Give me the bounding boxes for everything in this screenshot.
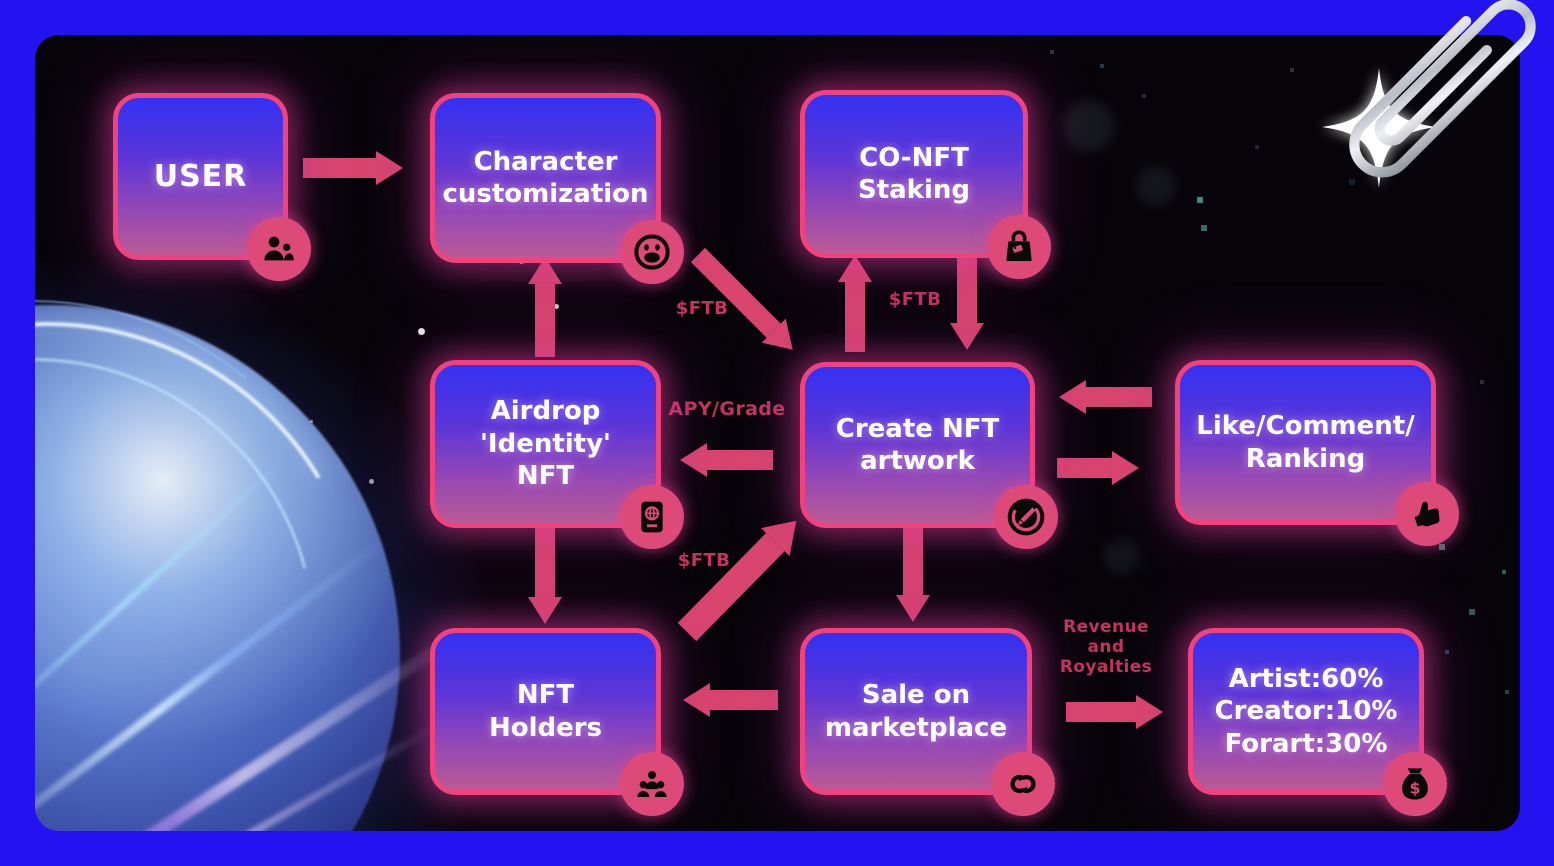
pen-icon — [1007, 498, 1045, 536]
arrow-head — [528, 597, 562, 624]
arrow-like-to-create — [1059, 380, 1152, 414]
node-badge — [620, 485, 684, 549]
edge-label-apy-grade: APY/Grade — [668, 398, 786, 420]
arrow-sale-to-holders — [683, 683, 778, 717]
node-airdrop-identity-nft: Airdrop 'Identity' NFT — [430, 360, 684, 549]
node-badge — [620, 752, 684, 816]
node-label: Like/Comment/ Ranking — [1196, 411, 1415, 474]
paperclip-icon — [1349, 0, 1536, 178]
node-badge — [987, 215, 1051, 279]
arrow-shaft — [690, 247, 781, 338]
arrow-head — [680, 443, 707, 477]
arrow-shaft — [303, 158, 376, 178]
arrow-head — [838, 255, 872, 282]
node-badge — [991, 752, 1055, 816]
arrow-head — [896, 595, 930, 622]
digital-dots — [1050, 50, 1054, 54]
node-label: USER — [153, 158, 248, 194]
money-bag-icon: $ — [1402, 768, 1428, 800]
arrow-create-to-like — [1057, 451, 1139, 485]
diagram-world: $FTB $FTB APY/Grade $FTB Revenue and Roy… — [35, 35, 1520, 831]
node-label: Airdrop 'Identity' NFT — [479, 396, 612, 492]
node-badge — [247, 217, 311, 281]
bokeh-dot — [1104, 538, 1140, 574]
arrow-shaft — [1057, 458, 1112, 478]
arrow-airdrop-to-character — [528, 257, 562, 357]
node-user: USER — [113, 93, 311, 281]
node-badge: $ — [1383, 752, 1447, 816]
arrow-shaft — [707, 450, 773, 470]
arrow-holders-to-create — [673, 506, 811, 646]
arrow-shaft — [535, 284, 555, 357]
node-label: Sale on marketplace — [824, 680, 1008, 743]
arrow-shaft — [1086, 387, 1152, 407]
arrow-head — [683, 683, 710, 717]
node-nft-holders: NFT Holders — [430, 628, 684, 816]
arrow-shaft — [710, 690, 778, 710]
users-icon — [264, 236, 294, 261]
bokeh-dot — [1136, 166, 1176, 206]
node-character-customization: Character customization — [430, 93, 684, 284]
arrow-head — [376, 151, 403, 185]
edge-label-ftb-staking: $FTB — [888, 289, 942, 310]
arrow-create-to-airdrop — [680, 443, 773, 477]
face-icon — [634, 234, 670, 270]
lock-bag-icon — [1006, 230, 1032, 261]
node-label: CO-NFT Staking — [857, 142, 971, 206]
node-badge — [1395, 482, 1459, 546]
edge-label-ftb-holders-create: $FTB — [677, 550, 731, 571]
arrow-airdrop-to-holders — [528, 522, 562, 624]
node-label: Artist:60% Creator:10% Forart:30% — [1214, 663, 1398, 759]
arrow-user-to-character — [303, 151, 403, 185]
node-co-nft-staking: CO-NFT Staking — [800, 90, 1051, 279]
edge-label-revenue-royalties: Revenue and Royalties — [1059, 617, 1153, 678]
arrow-create-to-sale — [896, 528, 930, 622]
thumbs-up-icon — [1414, 501, 1440, 527]
node-like-comment-ranking: Like/Comment/ Ranking — [1175, 360, 1459, 546]
arrow-shaft — [535, 522, 555, 597]
arrow-sale-to-revenue — [1066, 695, 1163, 729]
arrow-head — [1136, 695, 1163, 729]
node-label: NFT Holders — [488, 680, 603, 743]
node-badge — [994, 485, 1058, 549]
arrow-head — [1112, 451, 1139, 485]
arrow-shaft — [1066, 702, 1136, 722]
arrow-shaft — [903, 528, 923, 595]
passport-icon — [641, 501, 663, 533]
node-badge — [620, 220, 684, 284]
node-sale-on-marketplace: Sale on marketplace — [800, 628, 1055, 816]
cycle-icon — [1010, 774, 1036, 794]
edge-label-ftb-character-create: $FTB — [675, 298, 729, 319]
group-icon — [637, 771, 667, 797]
node-revenue-split: Artist:60% Creator:10% Forart:30% $ — [1188, 628, 1447, 816]
node-label: Character customization — [442, 146, 649, 210]
diagram-canvas: $FTB $FTB APY/Grade $FTB Revenue and Roy… — [35, 35, 1520, 831]
node-create-nft-artwork: Create NFT artwork — [800, 362, 1058, 549]
bokeh-dot — [1062, 100, 1114, 152]
arrow-head — [950, 323, 984, 350]
arrow-head — [1059, 380, 1086, 414]
svg-text:$: $ — [1409, 778, 1420, 797]
node-label: Create NFT artwork — [835, 413, 1000, 477]
